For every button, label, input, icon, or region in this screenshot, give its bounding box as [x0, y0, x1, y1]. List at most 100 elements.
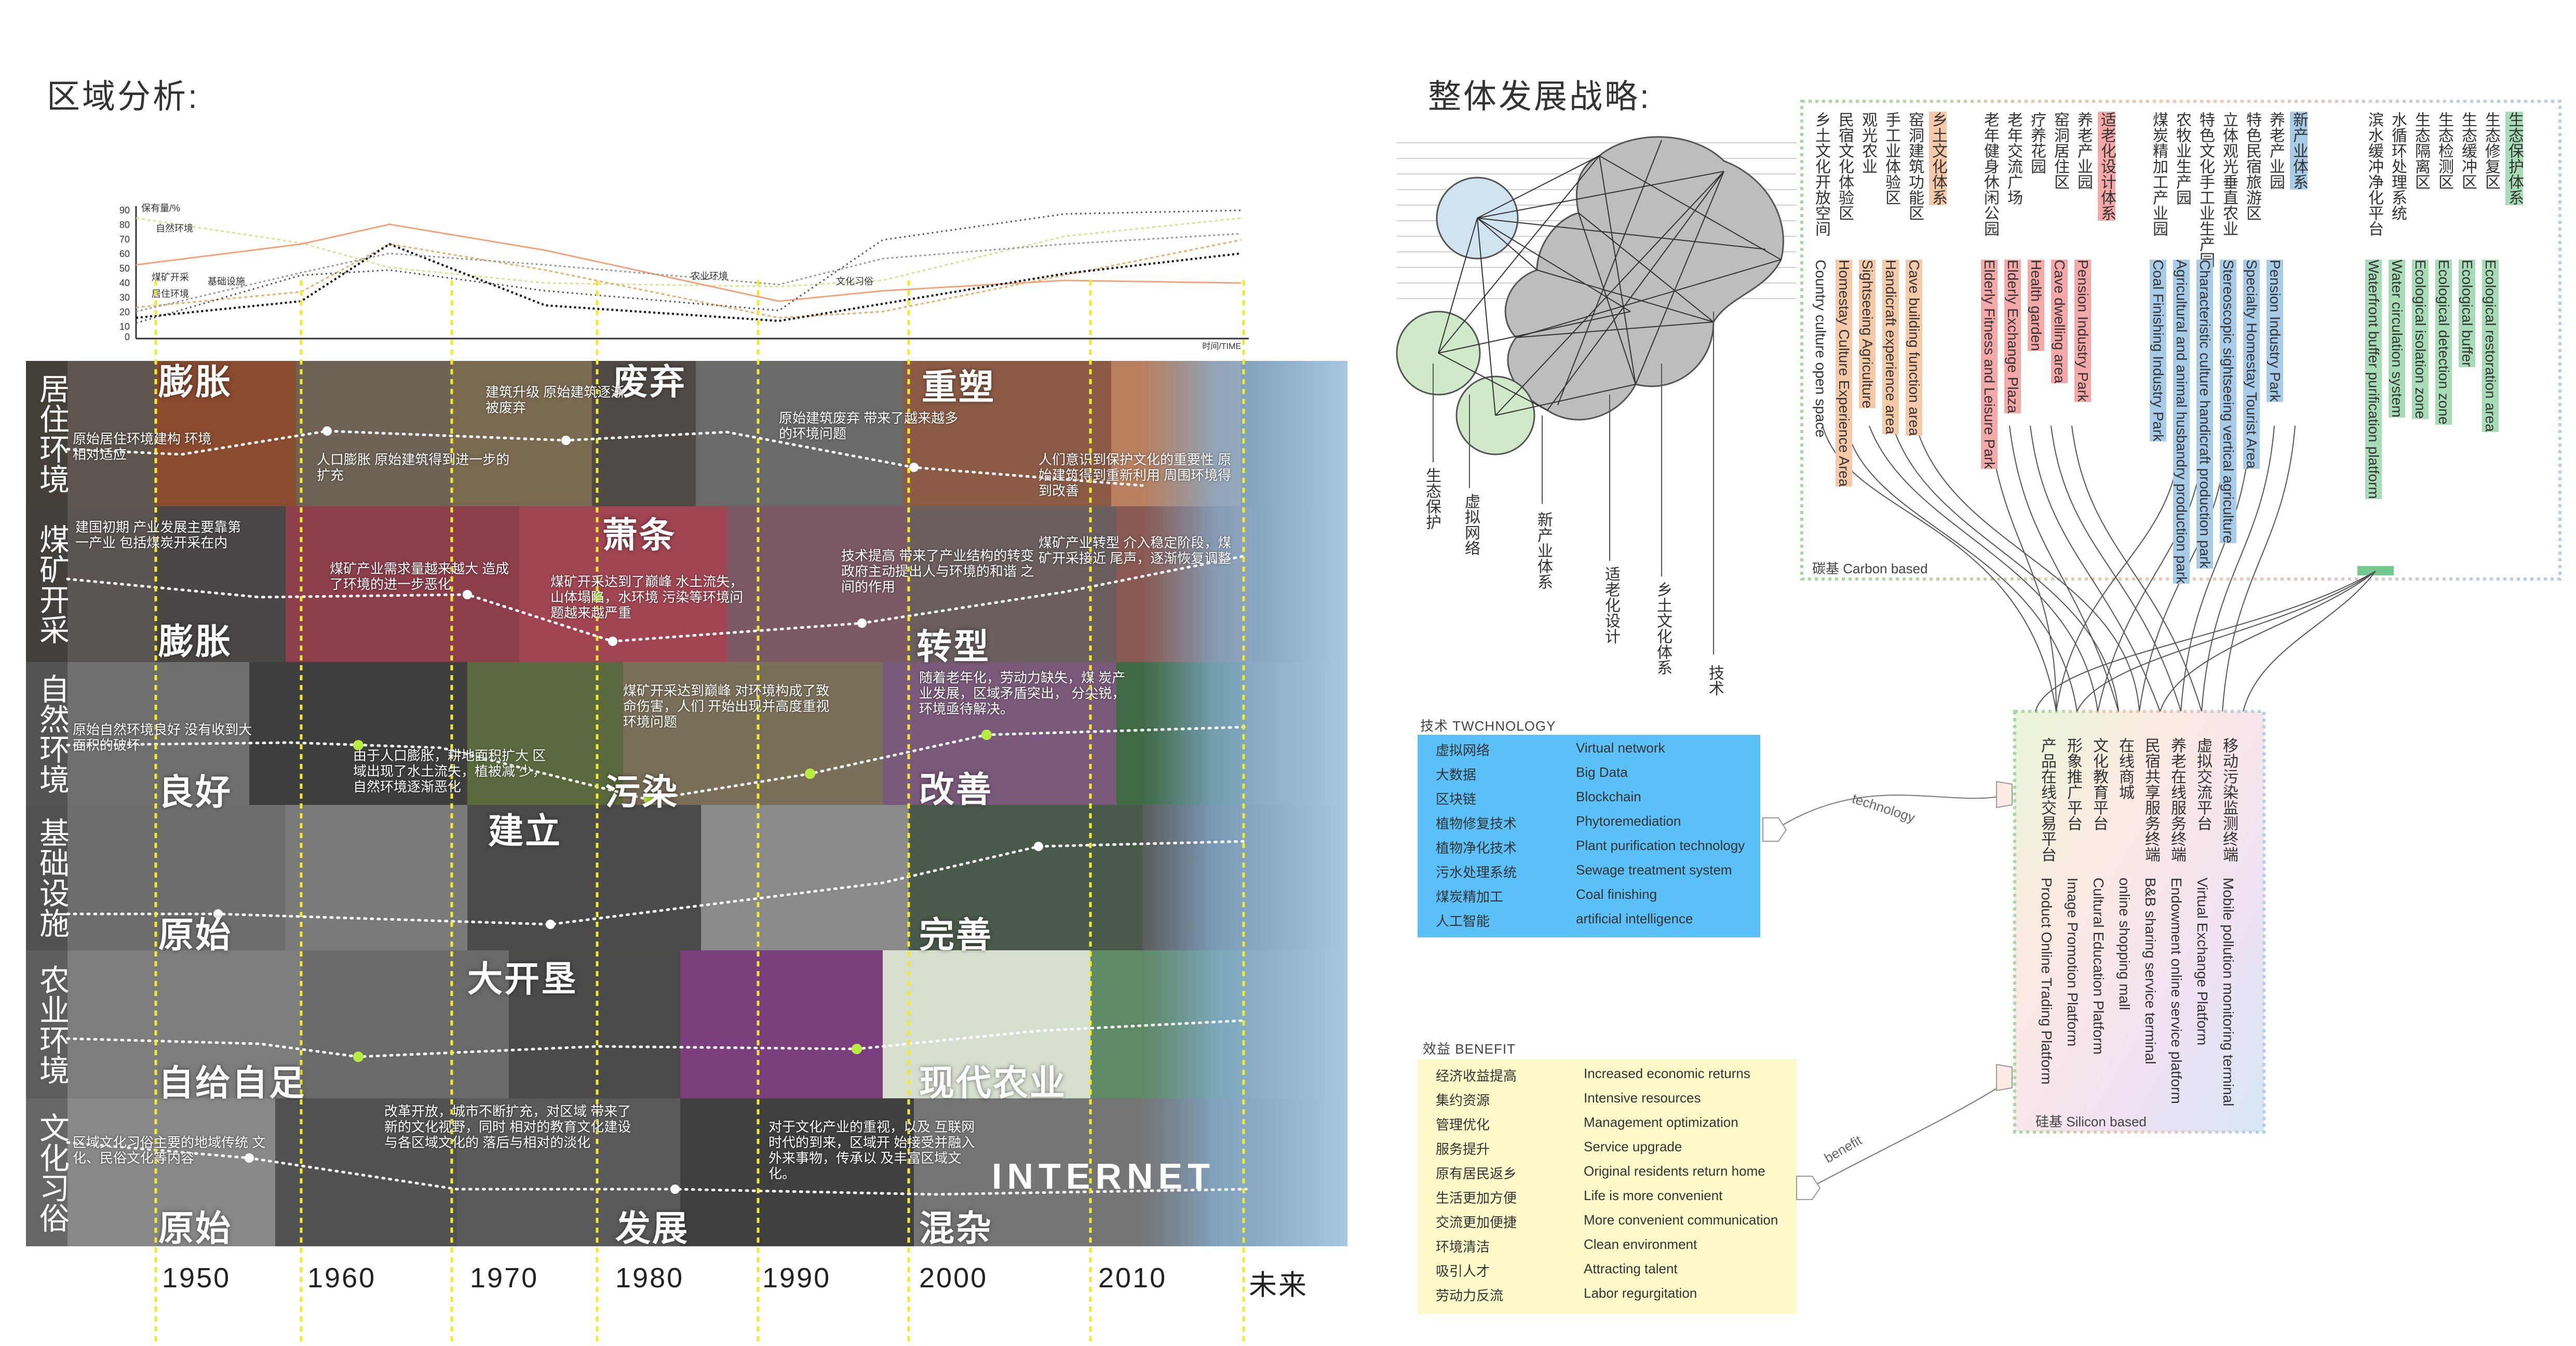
series-label-agri: 农业环境: [691, 271, 728, 281]
benefit-box-header: 效益 BENEFIT: [1423, 1041, 1516, 1057]
year-label: 1960: [307, 1262, 376, 1294]
year-label: 1950: [162, 1262, 231, 1294]
series-line-infra: [136, 243, 1242, 322]
year-label: 未来: [1249, 1270, 1308, 1301]
silicon-column-en: Cultural Education Platform: [2091, 878, 2107, 1055]
network-diagram: [1396, 136, 1797, 654]
photo: [156, 506, 286, 662]
year-guide-lines: [154, 280, 1245, 1346]
benefit-item-en: Labor regurgitation: [1584, 1285, 1697, 1301]
carbon-column-zh: 养老产业园: [2267, 112, 2284, 190]
carbon-column-zh: 民宿文化体验区: [1836, 112, 1853, 221]
stage-label: 良好: [158, 773, 233, 812]
tech-item-zh: 人工智能: [1436, 913, 1490, 929]
benefit-item-zh: 环境清洁: [1436, 1239, 1490, 1255]
tech-item-zh: 区块链: [1436, 791, 1477, 807]
benefit-item-en: Original residents return home: [1584, 1163, 1765, 1179]
line-chart: 90 80 70 60 50 40 30 20 10 0 保有量/% 时间/TI…: [119, 203, 1249, 351]
y-tick: 10: [119, 321, 130, 332]
tech-item-en: Phytoremediation: [1576, 813, 1681, 829]
row-note: 煤矿产业需求量越来越大 造成了环境的进一步恶化: [330, 561, 509, 592]
tech-item-zh: 植物修复技术: [1436, 816, 1517, 831]
row-note: 随着老年化，劳动力缺失，煤 炭产业发展，区域矛盾突出， 分尖锐，环境亟待解决。: [919, 670, 1126, 717]
benefit-item-en: Intensive resources: [1584, 1090, 1701, 1106]
y-axis-label: 保有量/%: [141, 203, 180, 213]
silicon-column-en: Image Promotion Platform: [2065, 878, 2081, 1047]
photo: [249, 662, 467, 805]
region-analysis-title: 区域分析:: [47, 78, 199, 115]
internet-label: INTERNET: [992, 1156, 1215, 1196]
stage-label: 原始: [158, 916, 233, 955]
stage-label: 膨胀: [158, 362, 233, 402]
benefit-box-bg: [1418, 1059, 1797, 1314]
trend-dots-white: [213, 426, 1043, 1194]
year-label: 1970: [470, 1262, 539, 1294]
y-tick: 30: [119, 292, 130, 303]
row-note: 技术提高 带来了产业结构的转变 政府主动提出人与环境的和谐 之间的作用: [841, 548, 1034, 595]
y-tick: 90: [119, 205, 130, 216]
carbon-column-zh: 乡土文化开放空间: [1813, 112, 1830, 236]
year-label: 1990: [762, 1262, 831, 1294]
y-tick: 60: [119, 249, 130, 259]
photo: [909, 506, 1116, 662]
stage-label: 自给自足: [158, 1064, 306, 1103]
carbon-column-zh: 特色民宿旅游区: [2244, 112, 2261, 221]
silicon-column-zh: 民宿共享服务终端: [2142, 737, 2160, 862]
photo: [909, 805, 1142, 950]
y-tick: 20: [119, 307, 130, 317]
carbon-column-en: Sightseeing Agriculture: [1859, 260, 1876, 409]
photo: [903, 361, 1111, 506]
trend-dots-green: [353, 592, 992, 1062]
carbon-column-zh: 煤炭精加工产业园: [2150, 112, 2167, 236]
stage-label: 现代农业: [919, 1064, 1067, 1103]
tech-item-zh: 植物净化技术: [1436, 840, 1517, 856]
stage-label: 污染: [605, 773, 679, 812]
row-note: 人们意识到保护文化的重要性 原始建筑得到重新利用 周围环境得到改善: [1039, 452, 1232, 499]
stage-label: 转型: [916, 627, 991, 667]
benefit-item-zh: 生活更加方便: [1436, 1190, 1517, 1206]
carbon-column-en: Ecological detection zone: [2435, 260, 2452, 425]
x-axis-label: 时间/TIME: [1202, 342, 1241, 351]
stage-label: 膨胀: [158, 622, 233, 662]
row-note: 煤矿开采达到了巅峰 水土流失，山体塌陷，水环境 污染等环境问题越来越严重: [550, 574, 744, 621]
silicon-bg: [2015, 711, 2264, 1132]
carbon-column-zh: 疗养花园: [2028, 112, 2045, 174]
photo: [680, 1098, 914, 1246]
tech-item-en: Plant purification technology: [1576, 838, 1745, 853]
row-note: 对于文化产业的重视，以及 互联网时代的到来，区域开 始接受并融入外来事物，传承以…: [768, 1119, 975, 1181]
silicon-column-en: online shopping mall: [2116, 878, 2133, 1011]
series-line-agri: [136, 233, 1242, 313]
silicon-column-en: Virtual Exchange Platform: [2194, 878, 2210, 1046]
row-header-living: 居住环境: [35, 373, 69, 494]
benefit-item-en: Clean environment: [1584, 1236, 1697, 1252]
silicon-column-zh: 文化教育平台: [2091, 737, 2108, 831]
strategy-title: 整体发展战略:: [1428, 78, 1651, 115]
photo: [301, 950, 509, 1098]
stage-label: 发展: [615, 1209, 690, 1248]
silicon-column-zh: 虚拟交流平台: [2194, 737, 2211, 831]
photo: [156, 361, 296, 506]
silicon-column-en: Product Online Trading Platform: [2039, 878, 2055, 1085]
tech-item-zh: 大数据: [1436, 767, 1477, 783]
carbon-column-en: Homestay Culture Experience Area: [1836, 260, 1852, 487]
network-label: 生态保护: [1423, 467, 1440, 530]
carbon-system-label: 乡土文化体系: [1929, 112, 1947, 205]
carbon-column-zh: 窑洞居住区: [2052, 112, 2069, 190]
carbon-column-en: Agricultural and animal husbandry produc…: [2173, 260, 2190, 584]
carbon-column-zh: 生态修复区: [2483, 112, 2500, 190]
photo: [457, 1098, 680, 1246]
stage-label: 废弃: [613, 362, 687, 402]
timeline-grid: [26, 280, 1347, 1346]
carbon-column-zh: 手工业体验区: [1883, 112, 1900, 205]
row-note: 改革开放，城市不断扩充，对区域 带来了新的文化视野，同时 相对的教育文化建设与各…: [384, 1103, 631, 1150]
series-line-natural: [136, 217, 1242, 288]
carbon-column-en: Cave dwelling area: [2051, 260, 2068, 384]
tech-item-zh: 虚拟网络: [1436, 743, 1490, 758]
row-note: 区域文化习俗主要的地域传统 文化、民俗文化等内容: [73, 1135, 266, 1166]
carbon-column-en: Health garden: [2028, 260, 2044, 351]
stage-label: 原始: [158, 1209, 233, 1248]
silicon-column-en: B&B sharing service terminal: [2142, 878, 2159, 1065]
benefit-item-en: Life is more convenient: [1584, 1188, 1723, 1203]
series-label-culture: 文化习俗: [836, 276, 873, 287]
carbon-column-zh: 滨水缓冲净化平台: [2366, 112, 2383, 236]
